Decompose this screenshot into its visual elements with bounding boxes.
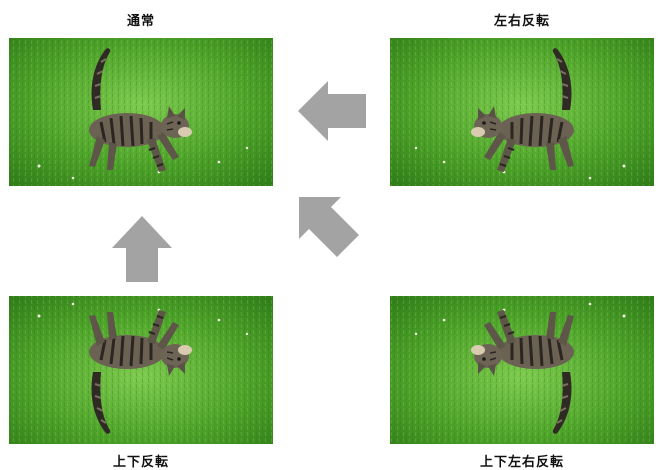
caption-flip-both: 上下左右反転 <box>479 455 564 470</box>
arrow-up-icon <box>112 216 172 282</box>
arrow-up-left-icon <box>299 197 359 257</box>
image-flip-horizontal <box>390 38 654 186</box>
image-flip-both <box>390 296 654 444</box>
image-flip-vertical <box>9 296 273 444</box>
image-normal <box>9 38 273 186</box>
arrow-left-icon <box>298 81 366 141</box>
caption-flip-horizontal: 左右反転 <box>493 14 550 29</box>
caption-normal: 通常 <box>126 14 155 29</box>
caption-flip-vertical: 上下反転 <box>112 455 169 470</box>
